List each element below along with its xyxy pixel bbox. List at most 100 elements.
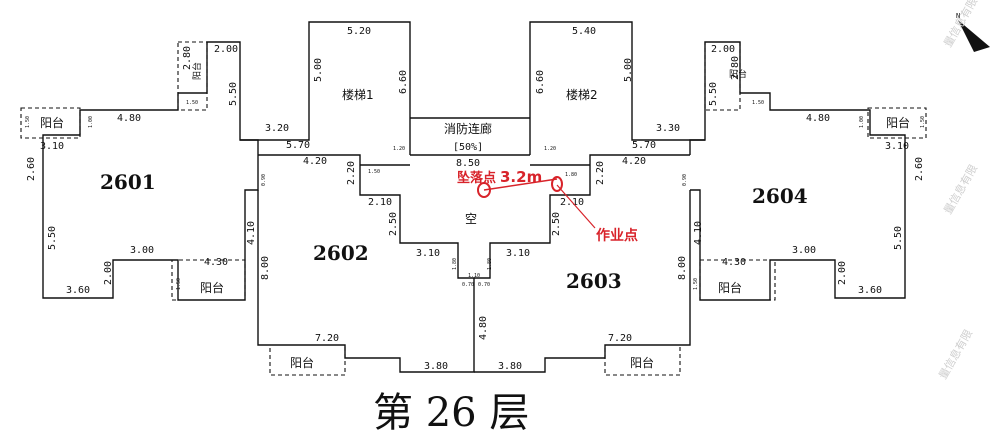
work-point-label: 作业点 <box>596 227 638 244</box>
incident-annotation: 坠落点 3.2m 作业点 <box>457 168 638 244</box>
dim-label: 1.80 <box>487 258 493 270</box>
dim-label: 3.10 <box>885 141 909 152</box>
dim-label: 5.00 <box>313 58 324 82</box>
balconies <box>20 41 927 376</box>
dim-label: 5.20 <box>347 26 371 37</box>
unit-2604-label: 2604 <box>752 184 808 208</box>
dim-label: 1.50 <box>368 169 380 175</box>
dim-label: 3.80 <box>498 361 522 372</box>
dim-label: 4.80 <box>117 113 141 124</box>
dim-label: 2.00 <box>214 44 238 55</box>
dim-label: 6.60 <box>535 70 546 94</box>
balcony-label-2604-top: 阳台 <box>729 68 747 80</box>
dim-label: 5.00 <box>623 58 634 82</box>
fall-line <box>483 178 558 191</box>
room-stair-2: 楼梯2 <box>566 87 598 102</box>
balcony-label-2602: 阳台 <box>200 280 224 295</box>
dim-label: 1.20 <box>393 146 405 152</box>
wall-stair-2 <box>529 21 705 155</box>
watermark: 量信息有限 <box>940 162 980 217</box>
dim-label: 4.80 <box>478 316 489 340</box>
balcony-label-2603: 阳台 <box>718 280 742 295</box>
balcony-outline-2603-bottom <box>604 344 681 376</box>
balcony-label-2601-top: 阳台 <box>191 62 203 80</box>
corridor-percent: [50%] <box>453 142 483 153</box>
dim-label: 4.10 <box>693 221 704 245</box>
dim-label: 3.10 <box>506 248 530 259</box>
balcony-outline-2601-top <box>177 41 208 111</box>
dim-label: 1.00 <box>88 116 94 128</box>
dim-label: 2.80 <box>730 56 741 80</box>
dim-label: 3.30 <box>656 123 680 134</box>
dim-label: 0.70 <box>478 282 490 288</box>
fall-point-label: 坠落点 <box>457 170 496 186</box>
balcony-outline-2603 <box>699 259 776 301</box>
dim-label: 1.50 <box>693 278 699 290</box>
dim-label: 1.80 <box>565 172 577 178</box>
dim-label: 2.50 <box>551 212 562 236</box>
dim-label: 5.50 <box>228 82 239 106</box>
dim-label: 8.00 <box>677 256 688 280</box>
watermark: 量信息有限 <box>935 327 975 382</box>
dim-label: 5.50 <box>708 82 719 106</box>
work-point-leader <box>556 184 596 229</box>
dim-label: 3.60 <box>66 285 90 296</box>
dim-label: 2.60 <box>914 157 925 181</box>
work-point-marker <box>551 176 563 192</box>
unit-2602-label: 2602 <box>313 241 369 265</box>
dim-label: 3.80 <box>424 361 448 372</box>
dim-label: 2.80 <box>182 46 193 70</box>
dim-label: 5.50 <box>893 226 904 250</box>
dim-label: 5.70 <box>632 140 656 151</box>
dim-label: 3.10 <box>40 141 64 152</box>
balcony-label-2602-bottom: 阳台 <box>290 355 314 370</box>
dim-label: 1.50 <box>186 100 198 106</box>
dim-label: 1.50 <box>752 100 764 106</box>
balcony-outline-2601-side <box>20 107 81 139</box>
dim-label: 4.30 <box>722 257 746 268</box>
north-arrow: N <box>956 12 990 52</box>
dim-label: 0.90 <box>261 174 267 186</box>
room-corridor: 消防连廊 <box>444 121 492 136</box>
dim-label: 8.50 <box>456 158 480 169</box>
dim-label: 3.00 <box>130 245 154 256</box>
room-stair-1: 楼梯1 <box>342 87 374 102</box>
dim-label: 1.80 <box>452 258 458 270</box>
dim-label: 8.00 <box>260 256 271 280</box>
dim-label: 1.20 <box>544 146 556 152</box>
balcony-outline-2604-top <box>704 41 741 111</box>
dim-label: 2.20 <box>346 161 357 185</box>
dim-label: 5.70 <box>286 140 310 151</box>
room-void: 空 <box>465 212 477 226</box>
dim-label: 1.00 <box>859 116 865 128</box>
dim-label: 2.20 <box>595 161 606 185</box>
dim-label: 2.60 <box>26 157 37 181</box>
dim-label: 7.20 <box>608 333 632 344</box>
wall-corridor <box>360 117 590 166</box>
fall-point-marker <box>477 182 491 198</box>
unit-2603-label: 2603 <box>566 269 622 293</box>
wall-unit-2603 <box>474 154 691 373</box>
dim-label: 4.30 <box>204 257 228 268</box>
dim-label: 1.50 <box>920 116 926 128</box>
dim-label: 3.00 <box>792 245 816 256</box>
dim-label: 0.90 <box>682 174 688 186</box>
dim-label: 2.00 <box>103 261 114 285</box>
north-arrow-icon <box>958 20 990 52</box>
dim-label: 1.50 <box>176 278 182 290</box>
balcony-label-2601-side: 阳台 <box>40 115 64 130</box>
dim-label: 3.20 <box>265 123 289 134</box>
dim-label: 1.50 <box>25 116 31 128</box>
dim-label: 4.20 <box>303 156 327 167</box>
dim-label: 0.70 <box>462 282 474 288</box>
dimension-labels-vertical: 5.00 6.60 6.60 5.00 2.80 2.80 5.50 5.50 … <box>25 46 926 340</box>
dim-label: 3.10 <box>416 248 440 259</box>
dim-label: 2.00 <box>711 44 735 55</box>
dim-label: 5.50 <box>47 226 58 250</box>
wall-stair-1 <box>240 21 411 155</box>
dim-label: 6.60 <box>398 70 409 94</box>
dim-label: 2.50 <box>388 212 399 236</box>
balcony-label-2604-side: 阳台 <box>886 115 910 130</box>
fall-height-label: 3.2m <box>500 168 542 186</box>
balcony-label-2603-bottom: 阳台 <box>630 355 654 370</box>
